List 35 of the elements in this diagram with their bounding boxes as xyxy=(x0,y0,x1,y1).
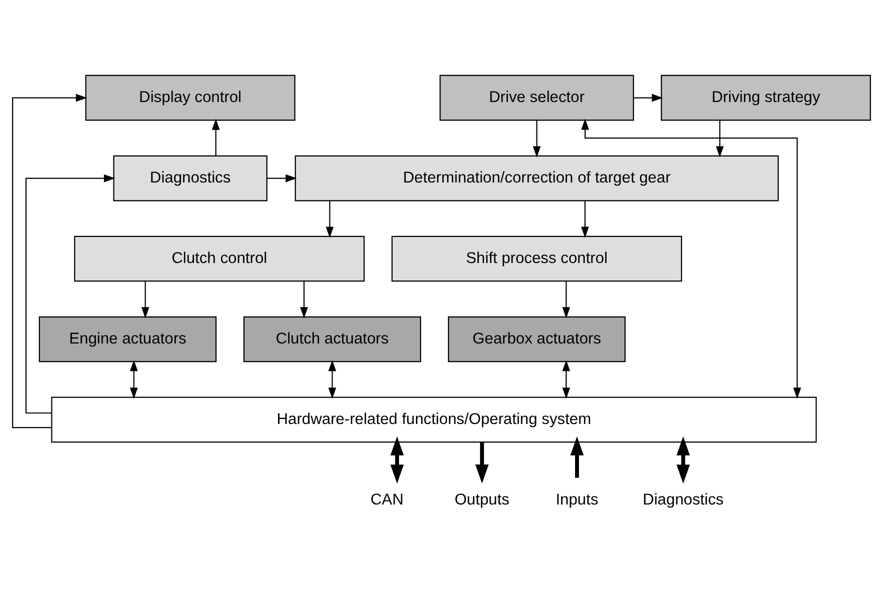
arrow xyxy=(25,174,116,414)
arrow xyxy=(130,359,138,398)
node-box: Clutch control xyxy=(74,235,365,282)
arrow xyxy=(12,93,88,428)
node-box: Gearbox actuators xyxy=(448,316,626,362)
node-box: Determination/correction of target gear xyxy=(294,154,779,201)
node-text: CAN xyxy=(370,490,404,508)
arrow xyxy=(300,280,308,318)
arrow xyxy=(634,93,664,102)
arrow xyxy=(267,174,297,182)
arrow xyxy=(676,436,690,484)
arrow xyxy=(212,118,220,156)
node-box: Shift process control xyxy=(391,235,682,282)
node-text: Inputs xyxy=(556,490,598,508)
arrow xyxy=(570,436,584,478)
arrow xyxy=(581,200,589,238)
arrow xyxy=(328,359,336,398)
arrow xyxy=(562,280,570,318)
node-box: Clutch actuators xyxy=(243,316,422,362)
node-box: Display control xyxy=(85,74,296,120)
arrow xyxy=(581,118,802,398)
arrow xyxy=(141,280,150,318)
node-text: Outputs xyxy=(454,490,510,508)
arrow xyxy=(475,442,489,484)
node-box: Engine actuators xyxy=(38,316,217,362)
node-box: Diagnostics xyxy=(113,154,268,201)
arrow xyxy=(326,200,334,238)
arrow xyxy=(390,436,404,484)
node-box: Hardware-related functions/Operating system xyxy=(51,396,817,442)
node-box: Drive selector xyxy=(440,74,634,120)
node-box: Driving strategy xyxy=(660,74,871,120)
arrow xyxy=(532,120,541,157)
arrow xyxy=(716,120,724,157)
arrow xyxy=(562,359,570,398)
node-text: Diagnostics xyxy=(642,490,724,508)
